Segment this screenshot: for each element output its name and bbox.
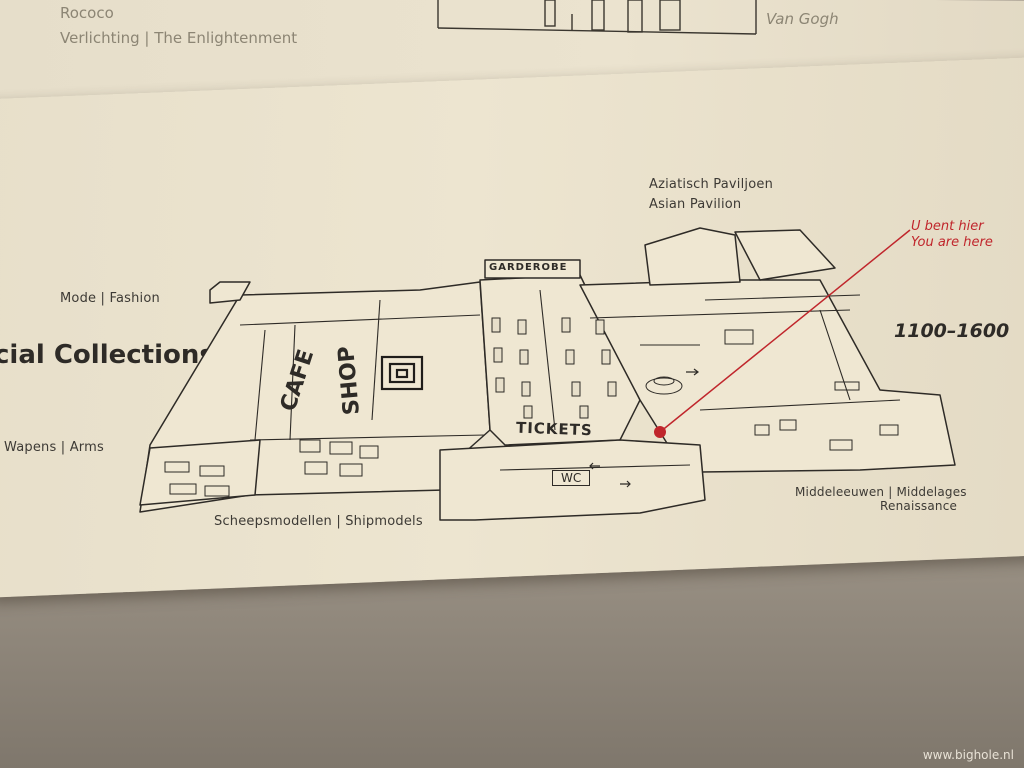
fashion-room: [209, 281, 251, 304]
tickets-label: TICKETS: [515, 418, 594, 440]
arms-label: Wapens | Arms: [4, 440, 104, 455]
van-gogh-label: Van Gogh: [766, 10, 839, 28]
rococo-label: Rococo: [60, 4, 114, 22]
wc-label: WC: [552, 470, 591, 486]
middle-ages-label: Middeleeuwen | Middelages: [795, 485, 967, 499]
asian-pavilion: [644, 227, 741, 286]
you-are-here-nl-label: U bent hier: [911, 219, 984, 234]
central-display-icon: [380, 355, 424, 391]
garderobe-label: GARDEROBE: [489, 262, 568, 273]
entrance-block: [439, 439, 706, 521]
you-are-here-marker: [654, 426, 666, 438]
watermark: www.bighole.nl: [922, 748, 1014, 762]
collections-heading: cial Collections: [0, 340, 215, 370]
you-are-here-leader: [659, 229, 911, 433]
pavilion-annex: [734, 229, 836, 281]
you-are-here-en-label: You are here: [911, 235, 993, 250]
garderobe-box: [484, 259, 581, 279]
asian-pavilion-en-label: Asian Pavilion: [649, 197, 742, 212]
period-label: 1100–1600: [894, 320, 1010, 342]
fashion-label: Mode | Fashion: [60, 291, 160, 306]
renaissance-label: Renaissance: [880, 499, 958, 513]
asian-pavilion-nl-label: Aziatisch Paviljoen: [649, 177, 774, 192]
shipmodels-label: Scheepsmodellen | Shipmodels: [214, 514, 423, 529]
enlightenment-label: Verlichting | The Enlightenment: [60, 29, 298, 47]
